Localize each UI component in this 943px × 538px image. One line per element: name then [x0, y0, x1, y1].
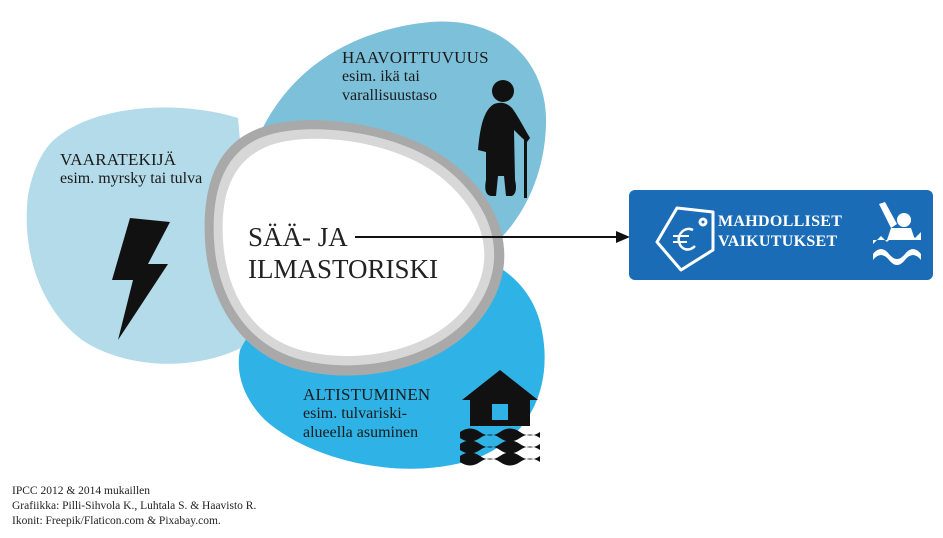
credit-line-2: Grafiikka: Pilli-Sihvola K., Luhtala S. … [12, 500, 257, 513]
center-line-2: ILMASTORISKI [248, 254, 439, 285]
impacts-box [629, 190, 933, 280]
exposure-example: esim. tulvariski-alueella asuminen [303, 405, 419, 441]
elderly-person-with-cane-icon [478, 80, 530, 198]
impacts-label: MAHDOLLISET VAIKUTUKSET [718, 212, 858, 252]
credits: IPCC 2012 & 2014 mukaillen Grafiikka: Pi… [12, 484, 432, 530]
exposure-label: ALTISTUMINEN esim. tulvariski-alueella a… [303, 385, 483, 443]
impacts-line-1: MAHDOLLISET [718, 213, 843, 230]
flooded-house-icon [460, 370, 540, 466]
euro-price-tag-icon [655, 206, 715, 272]
impacts-line-2: VAIKUTUKSET [718, 233, 838, 250]
drowning-person-icon [873, 202, 921, 265]
credit-line-1: IPCC 2012 & 2014 mukaillen [12, 485, 150, 497]
center-label: SÄÄ- JA ILMASTORISKI [248, 221, 458, 286]
hazard-example: esim. myrsky tai tulva [60, 170, 203, 188]
credit-line-3: Ikonit: Freepik/Flaticon.com & Pixabay.c… [12, 515, 221, 528]
vulnerability-label: HAAVOITTUVUUS esim. ikä tai varallisuust… [342, 48, 517, 106]
exposure-title: ALTISTUMINEN [303, 385, 431, 404]
impact-arrow-head [616, 231, 630, 243]
vulnerability-title: HAAVOITTUVUUS [342, 48, 489, 67]
center-line-1: SÄÄ- JA [248, 222, 348, 252]
hazard-label: VAARATEKIJÄ esim. myrsky tai tulva [60, 150, 230, 189]
hazard-title: VAARATEKIJÄ [60, 150, 177, 169]
center-shape [222, 138, 485, 356]
vulnerability-example: esim. ikä tai varallisuustaso [342, 68, 438, 104]
lightning-bolt-icon [112, 218, 170, 340]
